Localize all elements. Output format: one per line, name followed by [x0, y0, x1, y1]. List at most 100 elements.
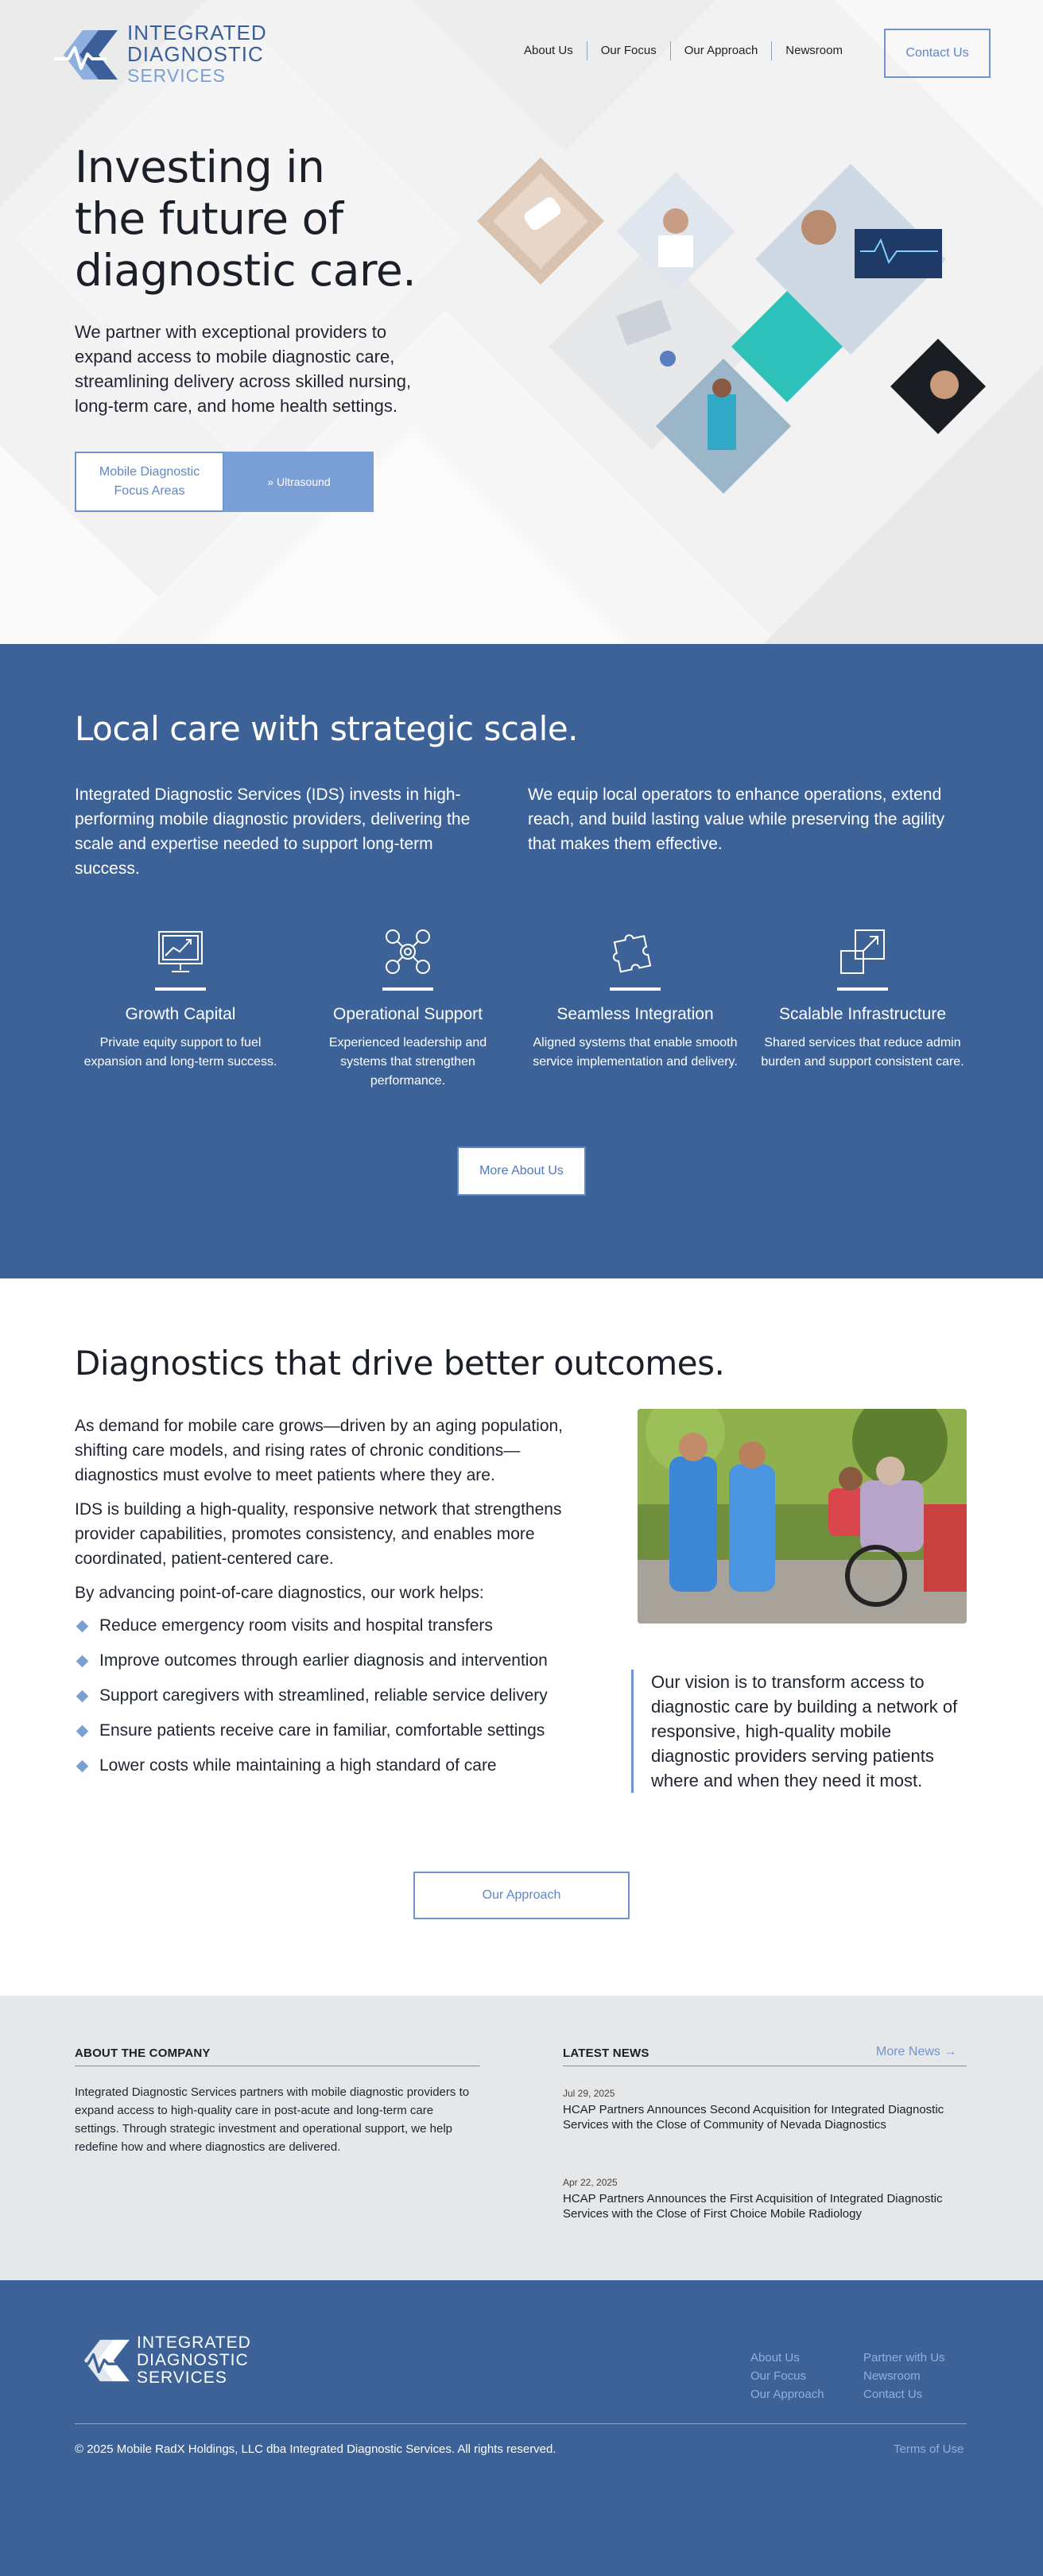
features-row: Growth Capital Private equity support to…: [67, 925, 976, 1091]
diamond-bullet-icon: [76, 1620, 89, 1632]
hero-title: Investing in the future of diagnostic ca…: [75, 142, 417, 297]
feature-title: Growth Capital: [125, 1005, 236, 1023]
diamond-bullet-icon: [76, 1690, 89, 1702]
collage-tile-teal: [731, 291, 843, 402]
about-company-heading: ABOUT THE COMPANY: [75, 2046, 211, 2060]
footer-link-partner[interactable]: Partner with Us: [863, 2351, 945, 2365]
list-item: Support caregivers with streamlined, rel…: [75, 1678, 599, 1713]
footer-link-our-approach[interactable]: Our Approach: [750, 2388, 824, 2401]
footer-link-contact[interactable]: Contact Us: [863, 2388, 923, 2401]
feature-underline: [837, 987, 888, 991]
news-item[interactable]: Jul 29, 2025 HCAP Partners Announces Sec…: [563, 2088, 960, 2132]
nav-about-us[interactable]: About Us: [524, 44, 573, 57]
team-network-icon: [386, 929, 430, 974]
hero-title-line-3: diagnostic care.: [75, 245, 417, 296]
hero-buttons: Mobile Diagnostic Focus Areas » Ultrasou…: [75, 452, 374, 512]
diamond-bullet-icon: [76, 1759, 89, 1772]
brand-logo[interactable]: INTEGRATED DIAGNOSTIC SERVICES: [52, 22, 267, 87]
feature-desc: Private equity support to fuel expansion…: [83, 1036, 277, 1069]
scale-arrow-icon: [840, 929, 885, 974]
feature-desc: Experienced leadership and systems that …: [328, 1036, 487, 1088]
footer-logo-line-1: INTEGRATED: [137, 2334, 251, 2352]
hero-subtitle: We partner with exceptional providers to…: [75, 322, 412, 416]
about-company-text: Integrated Diagnostic Services partners …: [75, 2085, 470, 2154]
feature-title: Operational Support: [333, 1005, 483, 1023]
site-footer: INTEGRATED DIAGNOSTIC SERVICES About Us …: [0, 2280, 1043, 2576]
contact-us-button[interactable]: Contact Us: [884, 29, 991, 78]
benefit-text: Improve outcomes through earlier diagnos…: [99, 1651, 548, 1670]
feature-desc: Shared services that reduce admin burden…: [761, 1036, 964, 1069]
vision-quote: Our vision is to transform access to dia…: [631, 1670, 965, 1793]
collage-tile-headset: [890, 339, 986, 434]
feature-scalable-infrastructure: Scalable Infrastructure Shared services …: [749, 925, 976, 1091]
caregivers-photo: [638, 1409, 967, 1624]
diamond-bullet-icon: [76, 1655, 89, 1667]
feature-growth-capital: Growth Capital Private equity support to…: [67, 925, 294, 1091]
list-item: Reduce emergency room visits and hospita…: [75, 1608, 599, 1643]
benefit-text: Lower costs while maintaining a high sta…: [99, 1756, 497, 1775]
feature-seamless-integration: Seamless Integration Aligned systems tha…: [522, 925, 749, 1091]
news-title[interactable]: HCAP Partners Announces the First Acquis…: [563, 2192, 943, 2221]
hero-section: INTEGRATED DIAGNOSTIC SERVICES About Us …: [0, 0, 1043, 644]
diagnostics-title: Diagnostics that drive better outcomes.: [75, 1344, 725, 1383]
list-item: Ensure patients receive care in familiar…: [75, 1713, 599, 1748]
diagnostics-paragraph-2: IDS is building a high-quality, responsi…: [75, 1500, 562, 1568]
our-approach-button[interactable]: Our Approach: [413, 1872, 630, 1919]
nav-newsroom[interactable]: Newsroom: [771, 41, 856, 60]
hero-photo-collage: [477, 157, 986, 494]
hero-title-line-2: the future of: [75, 193, 343, 244]
ultrasound-button[interactable]: » Ultrasound: [224, 452, 374, 512]
logo-mark-icon: [54, 29, 118, 80]
footer-divider: [75, 2423, 967, 2424]
feature-title: Scalable Infrastructure: [778, 1005, 947, 1023]
footer-links-col-2: Partner with Us Newsroom Contact Us: [863, 2349, 945, 2403]
local-care-col-1: Integrated Diagnostic Services (IDS) inv…: [75, 786, 471, 878]
diagnostics-paragraph-3: By advancing point-of-care diagnostics, …: [75, 1584, 484, 1602]
feature-underline: [382, 987, 433, 991]
benefit-text: Ensure patients receive care in familiar…: [99, 1721, 545, 1740]
footer-logo-mark-icon: [76, 2339, 130, 2382]
footer-logo[interactable]: INTEGRATED DIAGNOSTIC SERVICES: [75, 2334, 251, 2387]
footer-link-our-focus[interactable]: Our Focus: [750, 2369, 807, 2383]
footer-links-col-1: About Us Our Focus Our Approach: [750, 2349, 824, 2403]
logo-wordmark: INTEGRATED DIAGNOSTIC SERVICES: [127, 22, 267, 87]
list-item: Improve outcomes through earlier diagnos…: [75, 1643, 599, 1678]
local-care-section: Local care with strategic scale. Integra…: [0, 644, 1043, 1278]
nav-our-approach[interactable]: Our Approach: [669, 41, 772, 60]
diagnostics-section: Diagnostics that drive better outcomes. …: [0, 1278, 1043, 1996]
more-about-us-button[interactable]: More About Us: [457, 1146, 586, 1196]
focus-areas-button[interactable]: Mobile Diagnostic Focus Areas: [75, 452, 224, 512]
benefit-text: Support caregivers with streamlined, rel…: [99, 1686, 548, 1705]
footer-link-about-us[interactable]: About Us: [750, 2351, 800, 2365]
nav-our-focus[interactable]: Our Focus: [586, 41, 670, 60]
feature-title: Seamless Integration: [556, 1005, 714, 1023]
diamond-bullet-icon: [76, 1724, 89, 1737]
about-news-section: ABOUT THE COMPANY Integrated Diagnostic …: [0, 1996, 1043, 2280]
local-care-col-2: We equip local operators to enhance oper…: [528, 786, 945, 853]
news-date: Apr 22, 2025: [563, 2177, 618, 2188]
feature-operational-support: Operational Support Experienced leadersh…: [294, 925, 522, 1091]
diagnostics-paragraph-1: As demand for mobile care grows—driven b…: [75, 1417, 564, 1484]
news-item[interactable]: Apr 22, 2025 HCAP Partners Announces the…: [563, 2177, 960, 2221]
footer-logo-line-3: SERVICES: [137, 2368, 227, 2387]
copyright-text: © 2025 Mobile RadX Holdings, LLC dba Int…: [75, 2442, 556, 2456]
footer-link-newsroom[interactable]: Newsroom: [863, 2369, 921, 2383]
footer-logo-line-2: DIAGNOSTIC: [137, 2351, 249, 2369]
benefits-list: Reduce emergency room visits and hospita…: [75, 1608, 599, 1783]
news-title[interactable]: HCAP Partners Announces Second Acquisiti…: [563, 2103, 944, 2132]
logo-line-1: INTEGRATED: [127, 21, 267, 45]
list-item: Lower costs while maintaining a high sta…: [75, 1748, 599, 1783]
collage-tile-caregiver: [656, 359, 791, 494]
more-news-link[interactable]: More News →: [876, 2045, 957, 2058]
diagnostics-body: As demand for mobile care grows—driven b…: [75, 1414, 599, 1783]
terms-of-use-link[interactable]: Terms of Use: [894, 2442, 964, 2456]
collage-tile-lab-tech: [616, 172, 735, 291]
benefit-text: Reduce emergency room visits and hospita…: [99, 1616, 493, 1635]
footer-wordmark: INTEGRATED DIAGNOSTIC SERVICES: [137, 2334, 251, 2387]
puzzle-integration-icon: [612, 934, 652, 973]
logo-line-3: SERVICES: [127, 65, 226, 86]
feature-underline: [155, 987, 206, 991]
growth-chart-icon: [158, 931, 203, 972]
main-nav: About Us Our Focus Our Approach Newsroom: [510, 41, 856, 60]
feature-underline: [610, 987, 661, 991]
